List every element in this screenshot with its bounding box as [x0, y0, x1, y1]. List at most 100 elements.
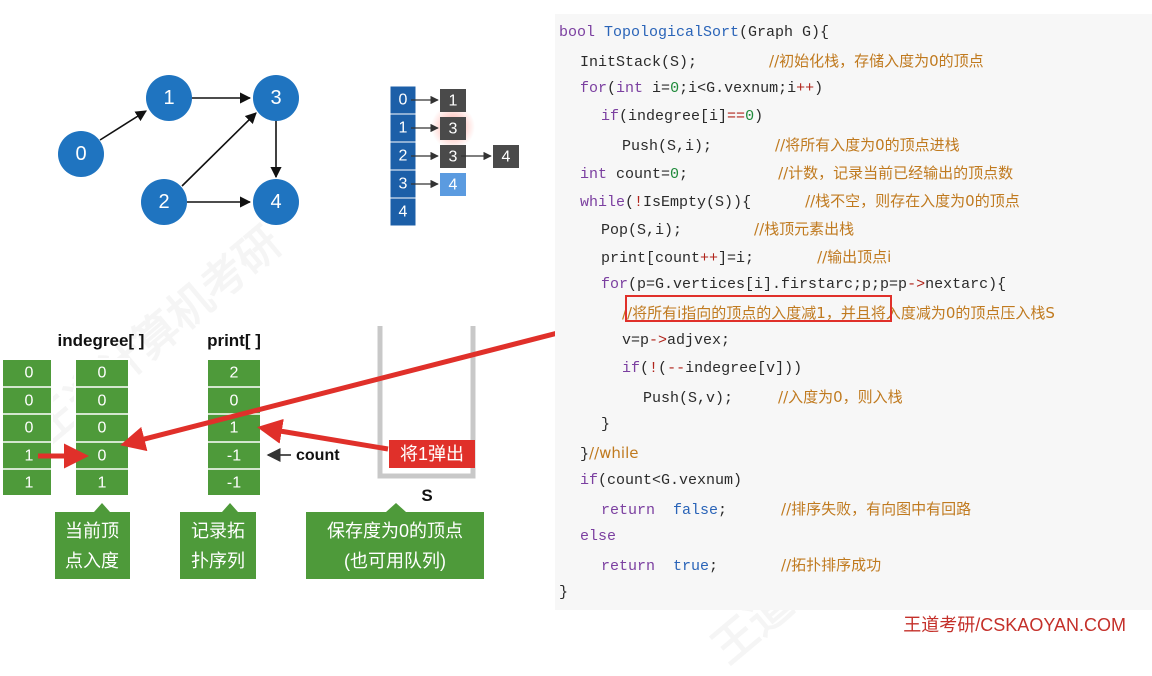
code-token: if [622, 360, 641, 377]
code-token: //排序失败，有向图中有回路 [781, 500, 972, 518]
code-token: while [580, 194, 626, 211]
code-token: -- [667, 360, 686, 377]
print-cell: 1 [230, 420, 239, 437]
print-cell: 0 [230, 393, 239, 410]
code-token: ; [718, 502, 782, 519]
code-token: (Graph G){ [739, 24, 830, 41]
adj-node [440, 173, 466, 196]
adj-node-label: 1 [449, 93, 458, 110]
code-token: ;i<G.vexnum;i [679, 80, 797, 97]
caption-current: 当前顶 点入度 [55, 503, 130, 579]
print-column: 2 0 1 -1 -1 [206, 358, 262, 497]
code-token: -> [907, 276, 926, 293]
stack-header: S [421, 486, 432, 505]
code-token: //入度为0，则入栈 [778, 388, 903, 406]
code-line: int count=0; //计数，记录当前已经输出的顶点数 [580, 159, 1013, 187]
edge-2-3 [181, 112, 257, 187]
code-token: if [601, 108, 620, 125]
code-line: else [580, 523, 616, 551]
graph-nodes: 0 1 2 3 4 [58, 75, 299, 225]
code-token: ; [679, 166, 779, 183]
indegree-header: indegree[ ] [58, 331, 145, 350]
node-label: 0 [75, 143, 86, 165]
code-token: indegree[v])) [685, 360, 803, 377]
code-line: for(int i=0;i<G.vexnum;i++) [580, 75, 823, 103]
code-token: } [580, 446, 590, 463]
code-token: TopologicalSort [604, 24, 740, 41]
code-token: ]=i; [718, 250, 818, 267]
code-token: i= [643, 80, 671, 97]
stack-container [377, 326, 476, 479]
adj-index-column: 0 1 2 3 4 [389, 85, 417, 227]
code-token: if [580, 472, 599, 489]
edge-0-1 [99, 110, 147, 141]
code-token: nextarc){ [925, 276, 1007, 293]
graph-edges [99, 92, 282, 208]
code-token: ) [754, 108, 764, 125]
code-line: for(p=G.vertices[i].firstarc;p;p=p->next… [601, 271, 1006, 299]
graph-node-0: 0 [58, 131, 104, 177]
code-line: Push(S,v); //入度为0，则入栈 [643, 383, 903, 411]
code-token: InitStack(S); [580, 54, 770, 71]
code-token: Push(S,i); [622, 138, 776, 155]
code-token: ++ [700, 250, 719, 267]
code-token: 0 [670, 80, 680, 97]
indegree-cell: 1 [98, 475, 107, 492]
code-token: -> [649, 332, 668, 349]
caption-line: 点入度 [65, 551, 119, 571]
caption-save: 保存度为0的顶点 (也可用队列) [306, 503, 484, 579]
code-token: int [616, 80, 644, 97]
adj-node [440, 89, 466, 112]
graph-node-1: 1 [146, 75, 192, 121]
code-line: } [559, 579, 568, 607]
left-cell: 0 [25, 365, 34, 382]
indegree-cell: 0 [98, 393, 107, 410]
code-token: Push(S,v); [643, 390, 779, 407]
code-token: IsEmpty(S)){ [643, 194, 806, 211]
code-token: 0 [670, 166, 680, 183]
code-line: }//while [580, 439, 638, 467]
code-line: v=p->adjvex; [622, 327, 730, 355]
code-token: false [673, 502, 719, 519]
adjacency-list: 0 1 2 3 4 1 3 3 4 4 [389, 85, 519, 227]
adj-index: 4 [399, 204, 408, 221]
code-token: return [601, 558, 674, 575]
adj-node [440, 117, 466, 140]
code-line: return true; //拓扑排序成功 [601, 551, 881, 579]
graph-node-3: 3 [253, 75, 299, 121]
code-token: //计数，记录当前已经输出的顶点数 [778, 164, 1014, 182]
code-token: Pop(S,i); [601, 222, 755, 239]
code-line: Pop(S,i); //栈顶元素出栈 [601, 215, 854, 243]
code-token: //输出顶点i [817, 248, 892, 266]
pop-callout [389, 440, 475, 468]
code-line: return false; //排序失败，有向图中有回路 [601, 495, 971, 523]
code-token: for [601, 276, 629, 293]
adj-node-label: 4 [449, 177, 458, 194]
code-highlight-box [625, 295, 892, 322]
code-token: ( [607, 80, 617, 97]
indegree-cell: 0 [98, 365, 107, 382]
pop-callout-label: 将1弹出 [400, 444, 464, 464]
code-token: ( [658, 360, 668, 377]
code-line: InitStack(S); //初始化栈，存储入度为0的顶点 [580, 47, 984, 75]
code-token: //拓扑排序成功 [781, 556, 882, 574]
code-line: bool TopologicalSort(Graph G){ [559, 19, 829, 47]
code-token: 0 [745, 108, 755, 125]
topological-sort-diagram: 0 1 2 3 4 0 1 2 3 [1, 75, 625, 579]
left-column: 0 0 0 1 1 [1, 358, 53, 497]
left-cell: 0 [25, 420, 34, 437]
left-cell: 1 [25, 475, 34, 492]
code-token: bool [559, 24, 605, 41]
code-line: if(count<G.vexnum) [580, 467, 742, 495]
code-token: int [580, 166, 608, 183]
left-cell: 0 [25, 393, 34, 410]
adj-index: 2 [399, 148, 408, 165]
code-line: //将所有i指向的顶点的入度减1，并且将入度减为0的顶点压入栈S [622, 299, 1055, 327]
left-cell: 1 [25, 448, 34, 465]
caption-line: 当前顶 [65, 521, 119, 541]
code-token: ) [814, 80, 824, 97]
code-token: //初始化栈，存储入度为0的顶点 [769, 52, 984, 70]
caption-line: 保存度为0的顶点 [327, 521, 463, 541]
code-token: == [727, 108, 746, 125]
code-line: while(!IsEmpty(S)){ //栈不空，则存在入度为0的顶点 [580, 187, 1020, 215]
